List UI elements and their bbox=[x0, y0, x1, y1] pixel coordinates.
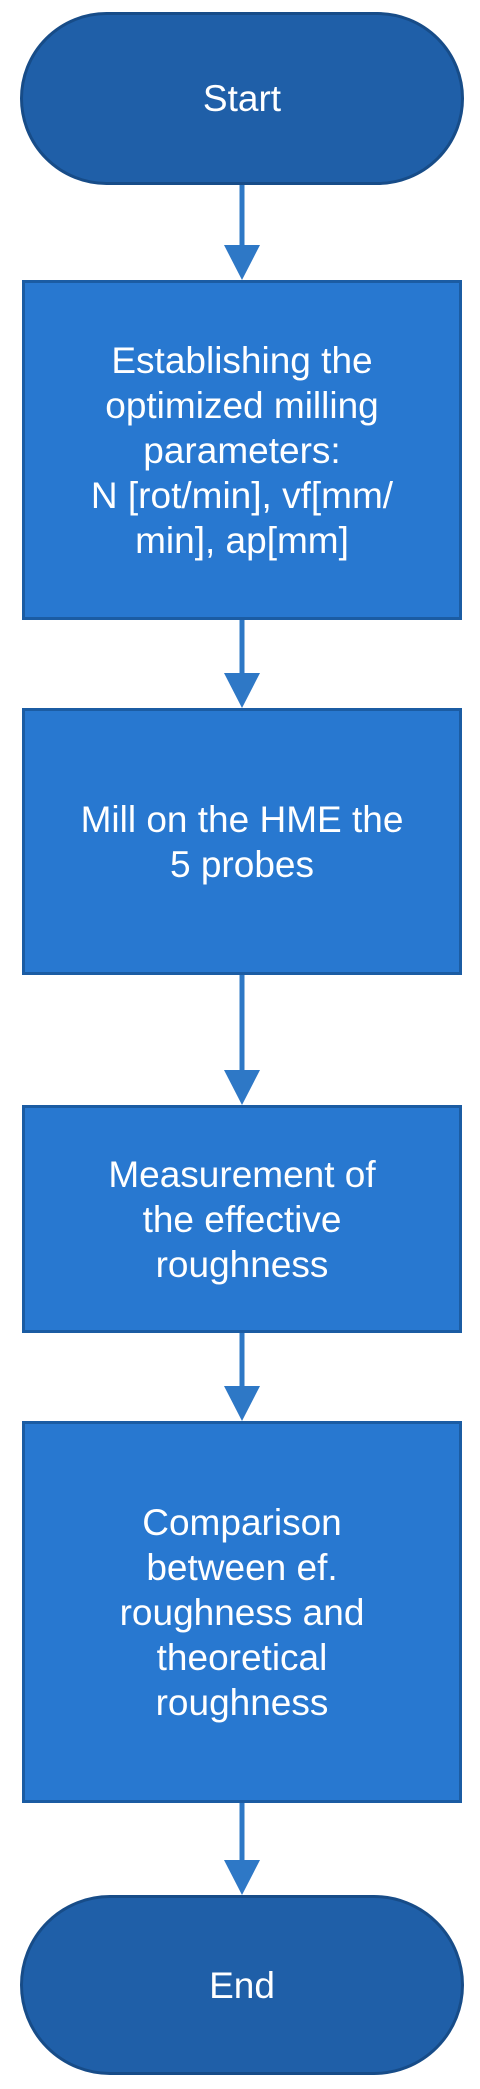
start-label: Start bbox=[202, 78, 282, 119]
measure-roughness-step: Measurement of the effective roughness bbox=[22, 1105, 462, 1333]
compare-roughness-step: Comparison between ef. roughness and the… bbox=[22, 1421, 462, 1803]
arrow-measure-to-compare bbox=[224, 1333, 260, 1421]
arrow-compare-to-end bbox=[224, 1803, 260, 1895]
compare-roughness-label: Comparison between ef. roughness and the… bbox=[119, 1501, 365, 1723]
arrow-establish-to-mill bbox=[224, 620, 260, 708]
arrow-mill-to-measure bbox=[224, 975, 260, 1105]
establish-parameters-label: Establishing the optimized milling param… bbox=[90, 339, 394, 561]
arrow-start-to-establish bbox=[224, 185, 260, 280]
establish-parameters-step: Establishing the optimized milling param… bbox=[22, 280, 462, 620]
measure-roughness-label: Measurement of the effective roughness bbox=[108, 1153, 376, 1285]
start-terminal: Start bbox=[20, 12, 464, 185]
end-terminal: End bbox=[20, 1895, 464, 2075]
end-label: End bbox=[209, 1964, 275, 2006]
mill-probes-step: Mill on the HME the 5 probes bbox=[22, 708, 462, 975]
mill-probes-label: Mill on the HME the 5 probes bbox=[80, 798, 404, 885]
